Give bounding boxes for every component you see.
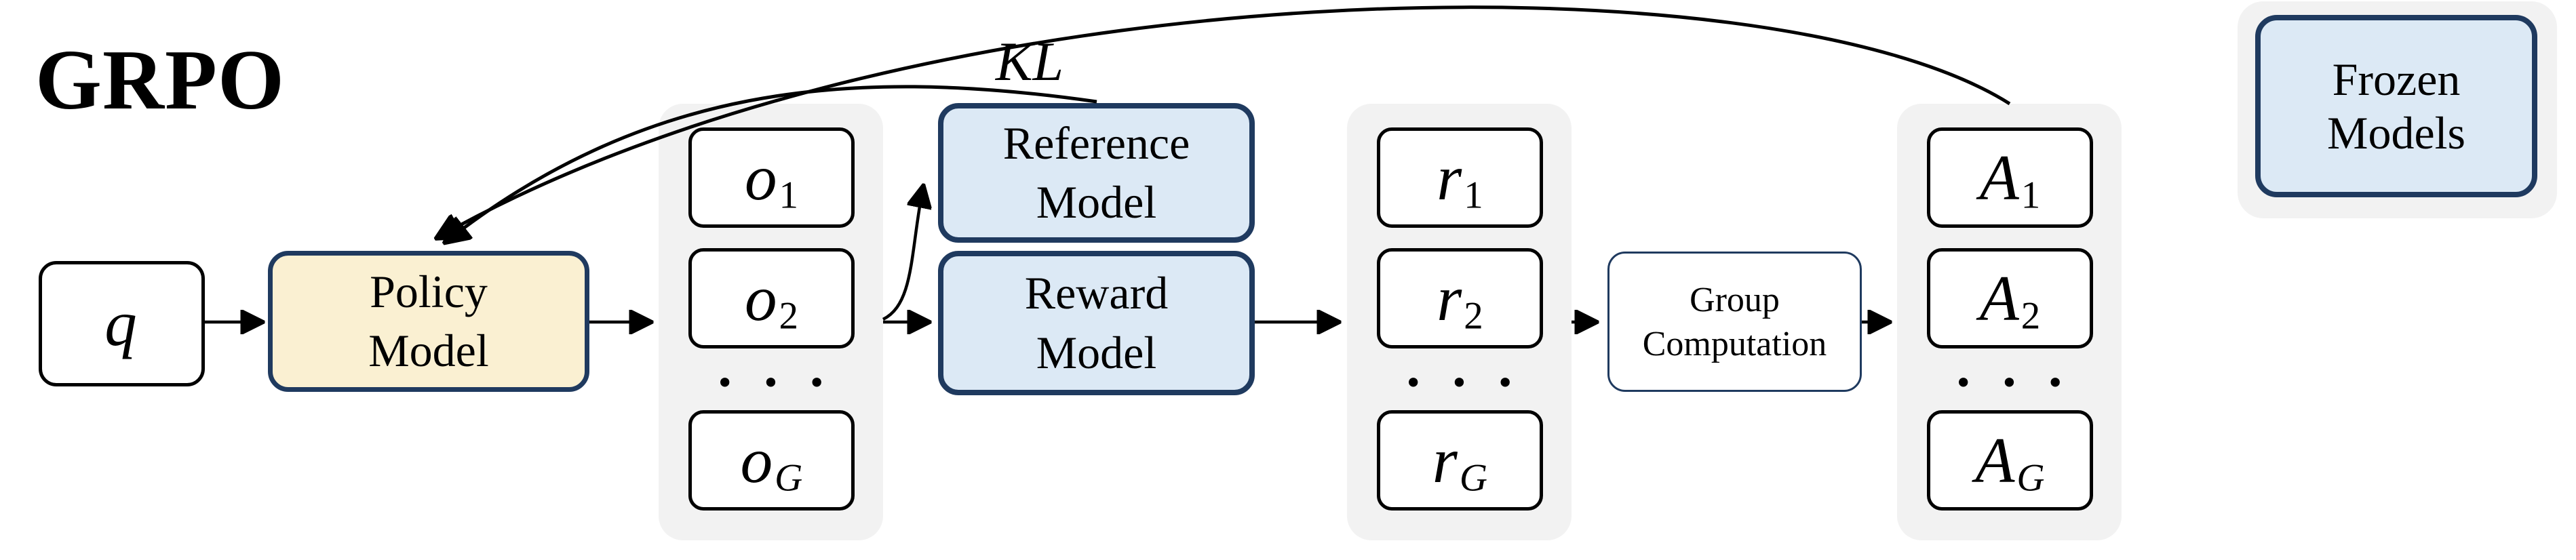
policy-model-node: Policy Model [268, 251, 589, 392]
reference-model-line1: Reference [1002, 117, 1190, 169]
reference-model-node: Reference Model [938, 103, 1255, 243]
reward-model-node: Reward Model [938, 251, 1255, 395]
ellipsis-dots: • • • [1954, 365, 2065, 401]
arrow-outputs-to-reference [882, 187, 923, 321]
query-label: q [104, 287, 137, 359]
query-node: q [39, 261, 205, 386]
diagram-title: GRPO [35, 33, 285, 127]
reward-model-line2: Model [1036, 326, 1157, 378]
policy-model-line1: Policy [370, 265, 488, 317]
ellipsis-dots: • • • [1404, 365, 1515, 401]
frozen-models-legend: Frozen Models [2255, 15, 2537, 197]
ellipsis-dots: • • • [716, 365, 826, 401]
frozen-legend-line2: Models [2327, 106, 2465, 159]
kl-label: KL [995, 31, 1064, 92]
group-computation-node: Group Computation [1607, 252, 1862, 392]
policy-model-line2: Model [368, 325, 489, 376]
group-computation-line2: Computation [1642, 324, 1827, 363]
legend-container: Frozen Models [2238, 1, 2557, 218]
group-computation-line1: Group [1690, 280, 1780, 319]
reference-model-line2: Model [1036, 176, 1157, 228]
frozen-legend-line1: Frozen [2332, 53, 2461, 105]
reward-model-line1: Reward [1024, 267, 1169, 319]
